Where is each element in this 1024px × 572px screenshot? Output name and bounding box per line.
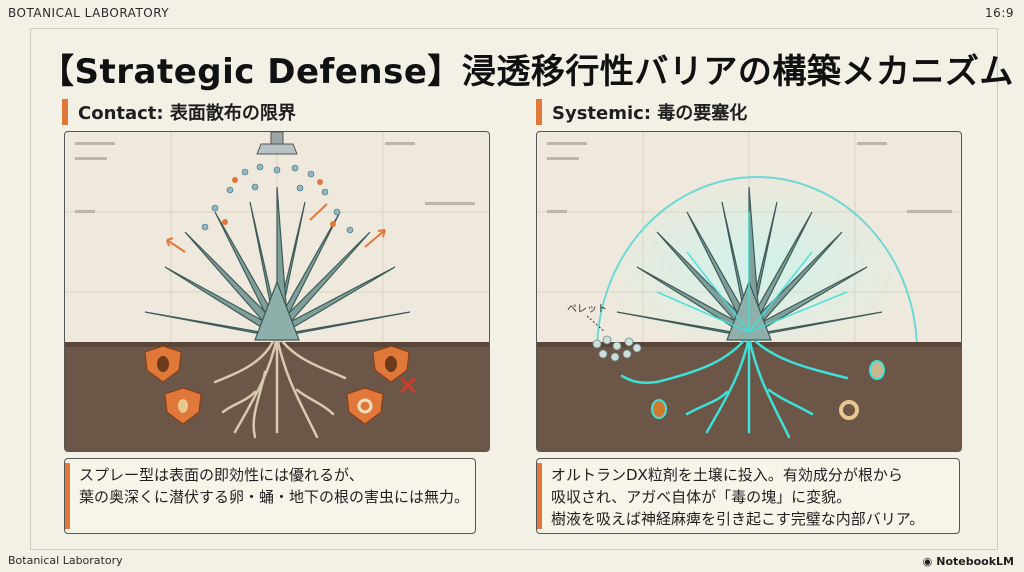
left-caption-line: スプレー型は表面の即効性には優れるが、 [79,466,364,484]
glowing-root-system [620,335,849,439]
aspect-ratio: 16:9 [985,6,1014,20]
right-panel-heading: Systemic: 毒の要塞化 [536,99,952,125]
paralyzed-pest-icon [651,360,885,420]
right-caption-line: オルトランDX粒剤を土壌に投入。有効成分が根から [551,466,903,484]
slide-frame [30,28,998,550]
shielded-pest-icon [144,345,410,425]
brand-name: NotebookLM [936,555,1014,568]
pellet-granules [592,335,642,362]
lab-label-bottom: Botanical Laboratory [8,554,123,567]
page-title: 【Strategic Defense】浸透移行性バリアの構築メカニズム [40,52,1014,92]
systemic-illustration: ペレット [536,131,962,452]
lab-label-top: BOTANICAL LABORATORY [8,6,170,20]
root-system [213,335,347,439]
blocked-mark-icon [399,376,417,394]
left-caption-line: 葉の奥深くに潜伏する卵・蛹・地下の根の害虫には無力。 [79,488,470,506]
right-caption-line: 樹液を吸えば神経麻痺を引き起こす完璧な内部バリア。 [551,510,925,528]
agave-plant [144,186,411,341]
left-caption: スプレー型は表面の即効性には優れるが、 葉の奥深くに潜伏する卵・蛹・地下の根の害… [64,458,476,534]
brand: ◉ NotebookLM [923,555,1014,568]
pellet-label: ペレット [567,304,607,315]
notebook-logo-icon: ◉ [922,555,933,568]
right-caption: オルトランDX粒剤を土壌に投入。有効成分が根から 吸収され、アガベ自体が「毒の塊… [536,458,960,534]
left-panel-heading: Contact: 表面散布の限界 [62,99,478,125]
contact-illustration [64,131,490,452]
sprayer-icon [256,132,298,155]
right-caption-line: 吸収され、アガベ自体が「毒の塊」に変貌。 [551,488,852,506]
